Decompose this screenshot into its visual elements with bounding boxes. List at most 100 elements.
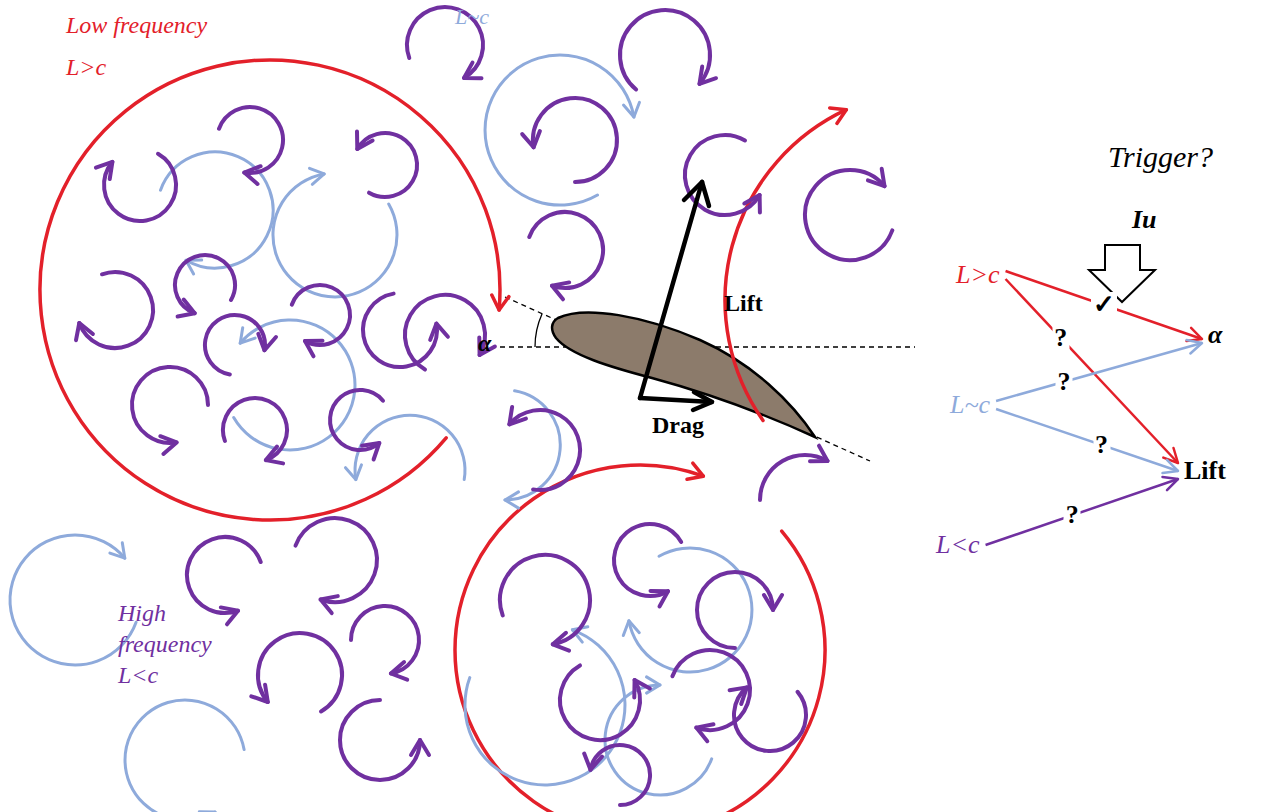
eddy-arrowhead [362, 443, 379, 460]
eddy-arc [529, 212, 603, 288]
eddy-arrowhead [178, 300, 195, 317]
eddy-arc [205, 315, 265, 375]
eddy-arc [79, 272, 153, 348]
angle-arc [535, 314, 542, 347]
eddy-arrowhead [553, 633, 569, 651]
eddy-arc [330, 390, 383, 450]
eddy-arrowhead [492, 295, 509, 310]
edge-label: ? [1093, 432, 1110, 458]
eddy-arrowhead [584, 754, 602, 770]
eddy-arc [132, 367, 208, 443]
eddy-arrowhead [76, 323, 93, 340]
lift-arrowhead [684, 182, 709, 206]
force-label: Drag [652, 412, 704, 440]
eddy-arc [187, 537, 261, 613]
eddy-arrowhead [651, 591, 669, 607]
influence-connector [1006, 271, 1202, 341]
eddy-arc [697, 572, 773, 648]
eddy-arc [533, 98, 617, 182]
influence-connector [986, 477, 1178, 545]
eddy-arrowhead [357, 132, 373, 150]
connector-line [1006, 271, 1202, 339]
eddy-arrowhead [251, 685, 267, 702]
eddy-arrowhead [696, 724, 713, 741]
connector-arrowhead [1187, 340, 1202, 353]
eddy-arrowhead [96, 162, 113, 179]
node-text: L>c [956, 260, 1000, 289]
connector-line [986, 479, 1178, 545]
edge-label: ? [1052, 325, 1069, 351]
connector-line [996, 343, 1202, 401]
eddy-arrowhead [505, 492, 519, 508]
influence-connector [996, 409, 1178, 473]
eddy-arrowhead [522, 131, 540, 147]
eddy-arrowhead [258, 334, 276, 350]
connector-arrowhead [1163, 460, 1179, 473]
node-text: Lift [1184, 456, 1226, 485]
eddy-arrowhead [266, 447, 283, 464]
trigger-label: Trigger? [1108, 140, 1213, 175]
connector-arrowhead [1163, 477, 1179, 490]
eddy-arc [292, 285, 350, 345]
eddy-arrowhead [744, 195, 760, 213]
eddy-arrowhead [391, 662, 407, 680]
connector-line [996, 409, 1178, 471]
eddy-arc [40, 60, 500, 520]
angle-symbol: α [478, 330, 491, 358]
eddy-arc [104, 154, 176, 221]
eddy-arc [351, 606, 419, 673]
scale-label: Low frequency L>c [66, 4, 216, 88]
eddy-arc [363, 294, 437, 367]
connector-arrowhead [1163, 448, 1178, 463]
eddy-arc [455, 465, 825, 812]
eddy-arc [296, 518, 377, 602]
variable-node: L~c [946, 388, 994, 422]
eddy-arc [10, 535, 136, 665]
lift-arrow [640, 182, 702, 398]
force-label: Lift [724, 290, 763, 318]
variable-node: L>c [952, 258, 1004, 292]
edge-label: ✓ [1091, 292, 1117, 318]
eddy-arrowhead [346, 465, 362, 480]
eddy-arc [725, 110, 846, 421]
influence-connector [1006, 279, 1178, 463]
eddy-arrowhead [700, 67, 717, 84]
eddy-arrowhead [868, 169, 885, 186]
eddy-arrowhead [411, 740, 429, 755]
influence-connector [996, 340, 1202, 401]
eddy-arrowhead [160, 436, 176, 454]
eddy-arc [605, 685, 712, 795]
eddy-arc [672, 650, 750, 730]
eddy-arc [125, 700, 244, 812]
edge-label: ? [1056, 369, 1073, 395]
eddy-arrowhead [110, 543, 125, 559]
scale-label: High frequency L<c [118, 598, 230, 692]
eddy-arc [500, 555, 590, 644]
eddy-arrowhead [687, 463, 703, 479]
eddy-arc [273, 174, 397, 297]
eddy-arrowhead [305, 341, 323, 357]
eddy-arrowhead [623, 621, 639, 636]
eddy-arc [219, 107, 283, 173]
edge-label: ? [1064, 502, 1081, 528]
eddy-arc [340, 700, 420, 780]
eddy-arrowhead [634, 680, 650, 698]
eddy-arrowhead [310, 168, 325, 184]
eddy-arrowhead [509, 407, 526, 424]
eddy-arrowhead [810, 446, 828, 462]
node-text: L~c [950, 390, 990, 419]
node-text: L<c [936, 530, 980, 559]
eddy-arrowhead [764, 595, 782, 610]
eddy-arrowhead [552, 282, 569, 299]
eddy-arc [560, 665, 640, 740]
eddy-arrowhead [624, 102, 640, 117]
eddy-arrowhead [430, 324, 448, 340]
eddy-arrowhead [730, 687, 747, 704]
drag-arrow [640, 398, 712, 402]
eddy-arc [161, 152, 274, 268]
eddy-arc [465, 630, 625, 785]
eddy-arrowhead [221, 607, 238, 624]
